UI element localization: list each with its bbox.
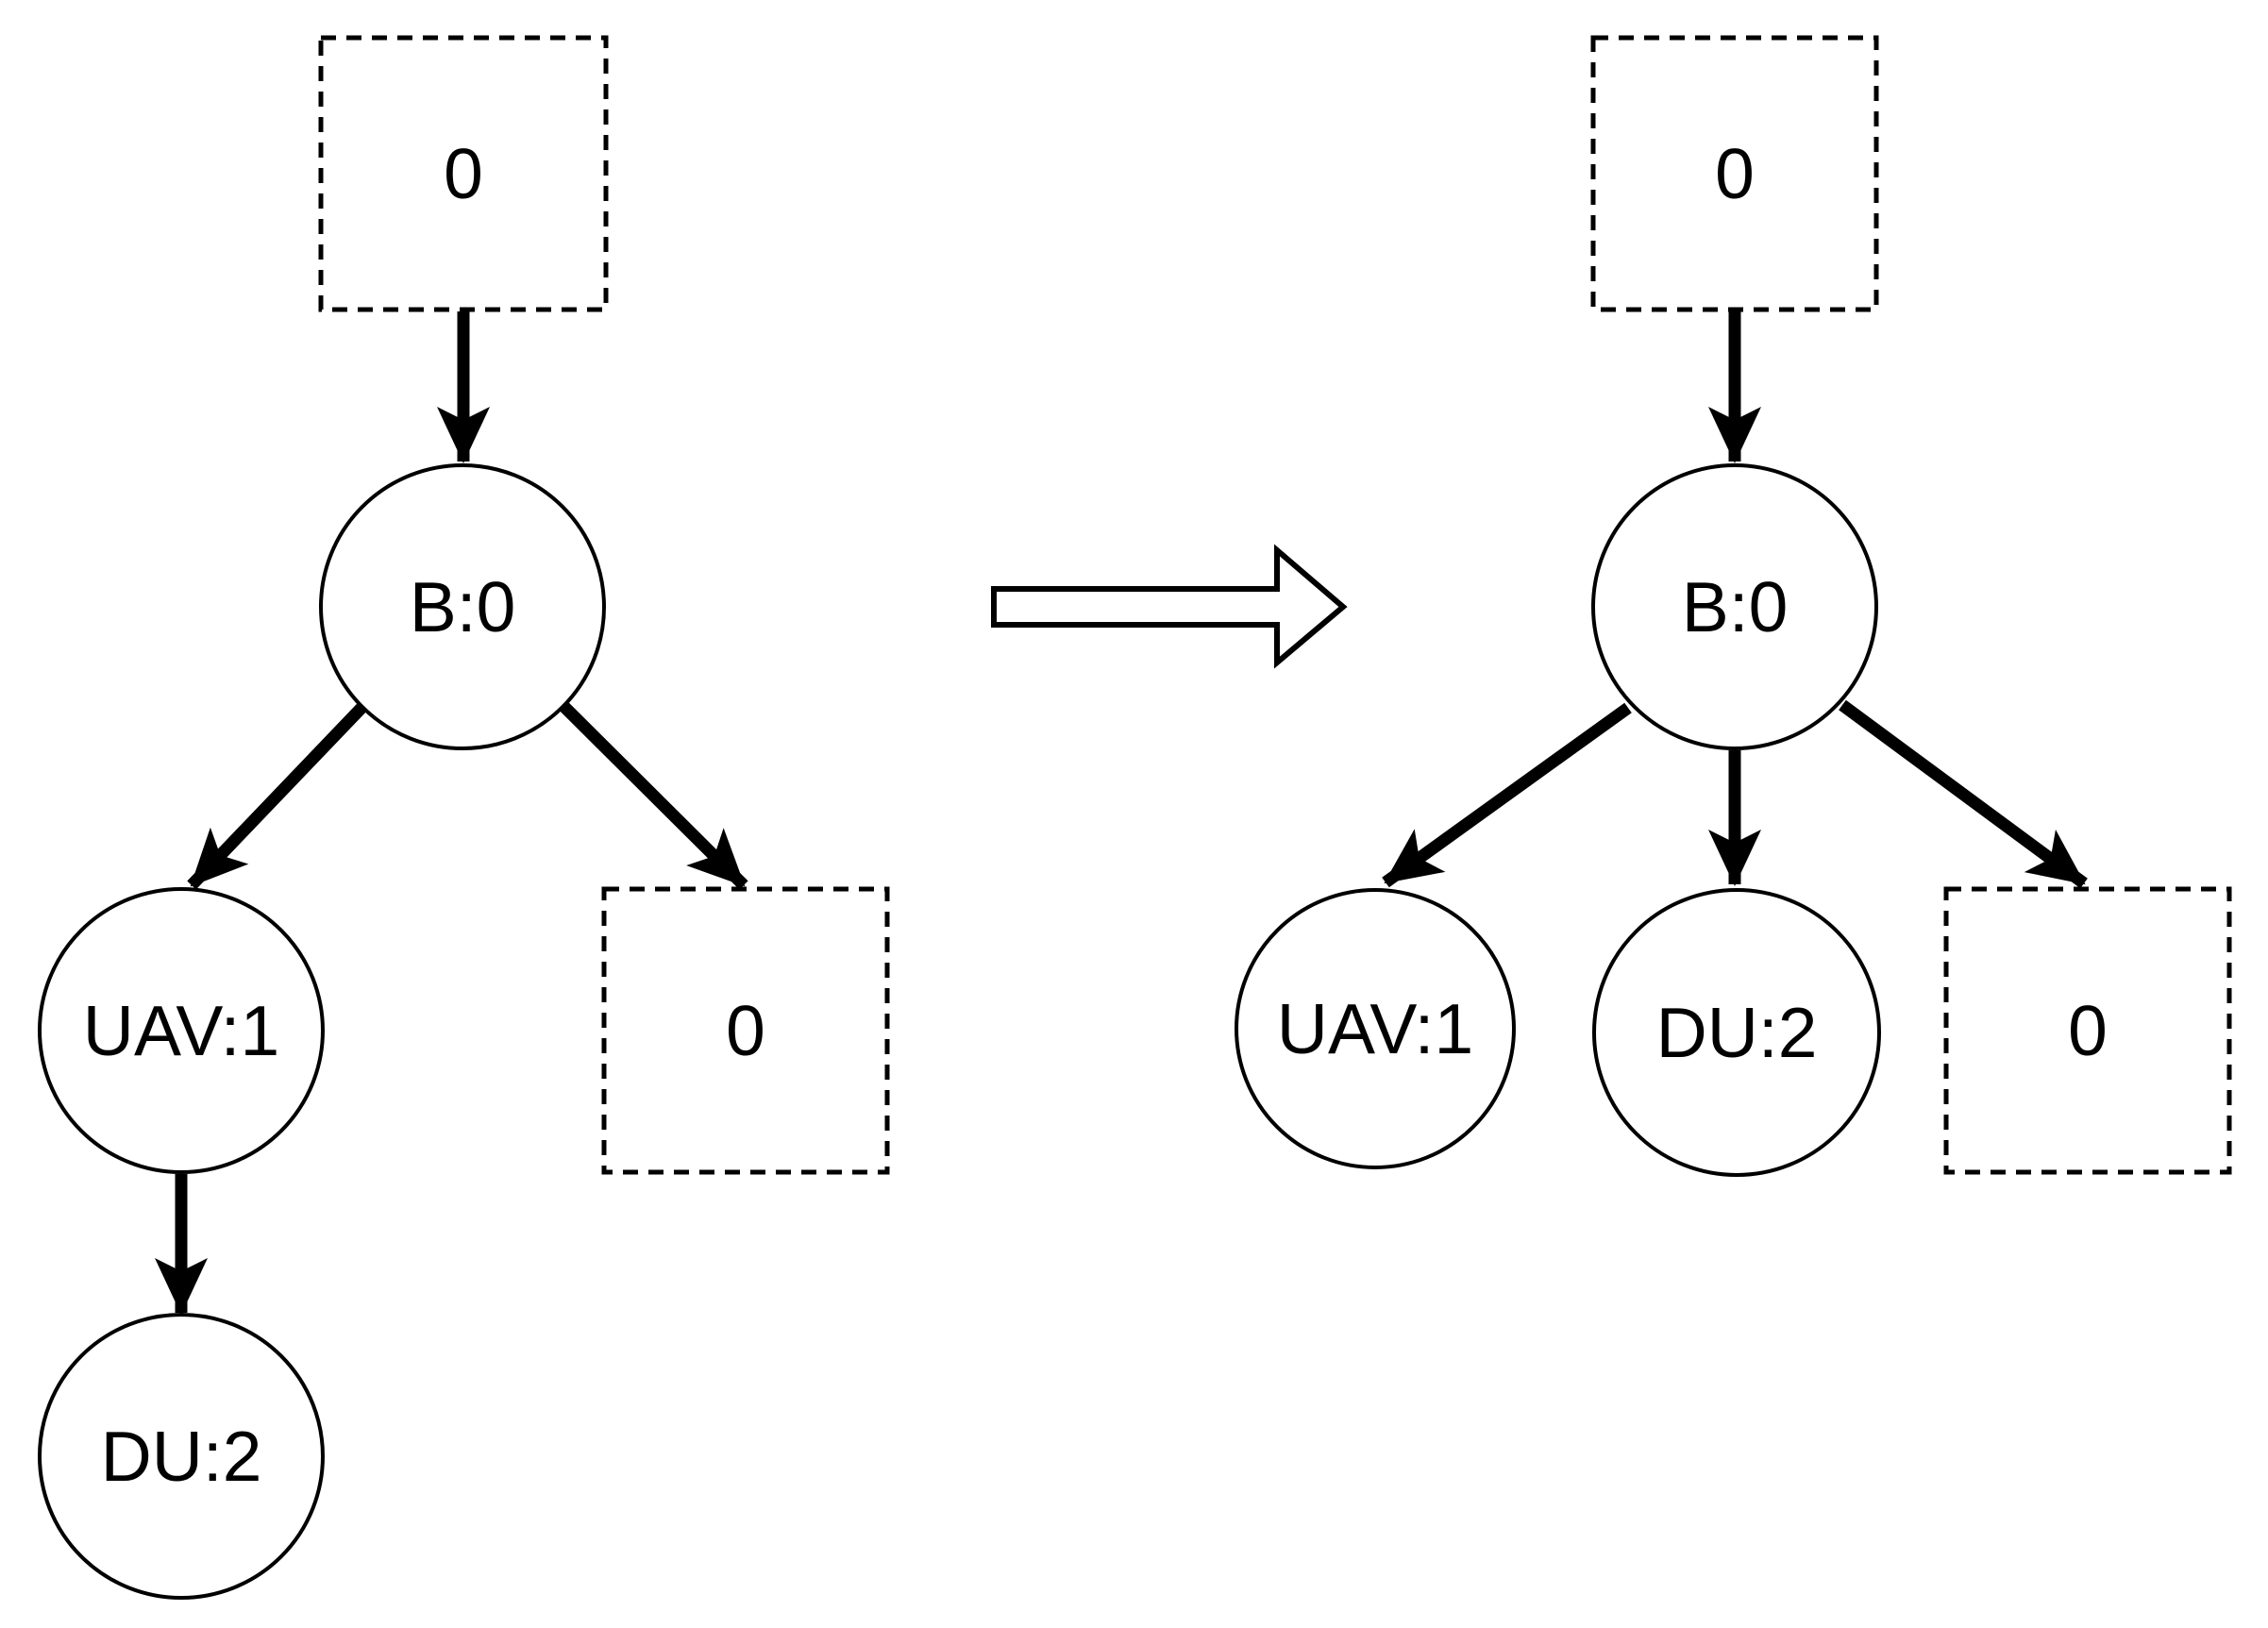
edge-left-b-to-uav [187, 703, 366, 890]
right-tree: 0 B:0 UAV:1 DU:2 0 [1235, 35, 2232, 1177]
edge-left-b-to-placeholder [559, 701, 748, 890]
right-leaf-placeholder-box [1943, 886, 2232, 1175]
left-uav-label: UAV:1 [83, 991, 279, 1070]
right-du-label: DU:2 [1656, 993, 1818, 1072]
right-du-node [1592, 888, 1881, 1177]
left-root-placeholder-label: 0 [444, 134, 483, 213]
left-leaf-placeholder-label: 0 [726, 991, 765, 1070]
left-root-placeholder-box [318, 35, 609, 312]
left-tree: 0 B:0 UAV:1 DU:2 0 [38, 35, 890, 1600]
right-uav-node [1235, 888, 1516, 1169]
left-leaf-placeholder-box [601, 886, 890, 1175]
left-uav-node [38, 887, 325, 1174]
edge-right-b-to-placeholder [1839, 699, 2088, 889]
right-root-placeholder-box [1590, 35, 1879, 312]
left-du-label: DU:2 [101, 1417, 262, 1496]
right-base-station-node [1591, 463, 1878, 750]
left-base-station-node [319, 463, 606, 750]
transform-arrow-icon [991, 544, 1348, 669]
right-uav-label: UAV:1 [1277, 989, 1473, 1068]
left-base-station-label: B:0 [410, 567, 516, 646]
right-base-station-label: B:0 [1682, 567, 1789, 646]
edge-right-b-to-uav [1382, 702, 1632, 888]
right-root-placeholder-label: 0 [1715, 134, 1755, 213]
right-leaf-placeholder-label: 0 [2068, 991, 2108, 1070]
left-du-node [38, 1313, 325, 1600]
